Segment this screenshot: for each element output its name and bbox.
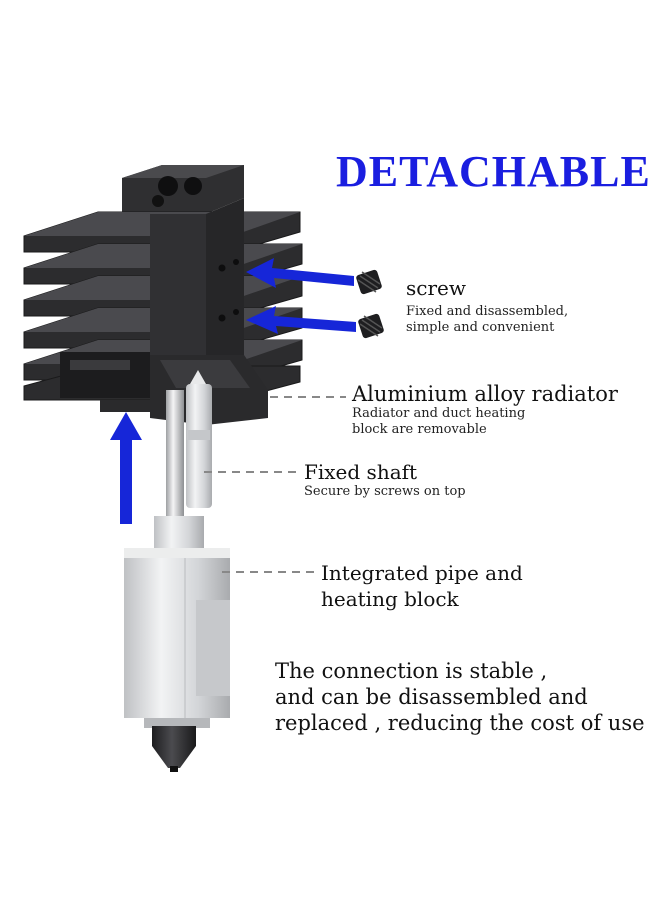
screw-desc-line: Fixed and disassembled, <box>406 304 569 319</box>
radiator-desc-line: Radiator and duct heating <box>352 406 526 421</box>
screw-label: screw <box>406 276 466 300</box>
shaft-heading: Fixed shaft <box>304 460 418 484</box>
shaft-description: Secure by screws on top <box>304 484 466 499</box>
arrow-icon <box>246 306 356 334</box>
radiator-desc-line: block are removable <box>352 422 487 437</box>
screw-description: Fixed and disassembled, simple and conve… <box>406 304 568 336</box>
heat-break-pipes <box>166 370 212 520</box>
heatsink <box>23 165 303 425</box>
nozzle <box>152 726 196 772</box>
arrow-icon <box>246 258 354 288</box>
radiator-heading: Aluminium alloy radiator <box>352 382 618 406</box>
screw-icon <box>356 269 382 295</box>
summary-line: and can be disassembled and <box>275 685 588 709</box>
radiator-description: Radiator and duct heating block are remo… <box>352 406 525 438</box>
heating-block <box>124 516 230 728</box>
summary-text: The connection is stable , and can be di… <box>275 658 645 736</box>
block-heading: Integrated pipe and heating block <box>321 560 523 612</box>
screw-heading: screw <box>406 276 466 300</box>
block-heading-line: Integrated pipe and <box>321 561 523 585</box>
summary-line: replaced , reducing the cost of use <box>275 711 645 735</box>
screw-icon <box>358 313 384 339</box>
up-arrow-icon <box>110 412 142 524</box>
page-title: DETACHABLE <box>336 147 651 196</box>
block-heading-line: heating block <box>321 587 459 611</box>
screw-desc-line: simple and convenient <box>406 320 555 335</box>
summary-line: The connection is stable , <box>275 659 548 683</box>
